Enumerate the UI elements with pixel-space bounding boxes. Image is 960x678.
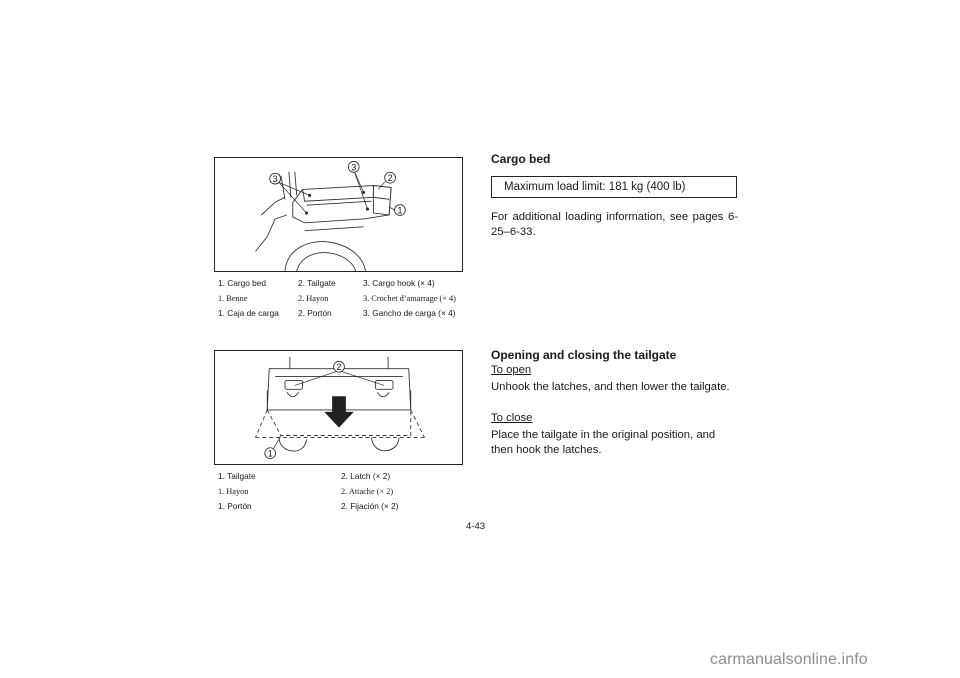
caption-item: 2. Attache (× 2) xyxy=(341,487,394,496)
caption-item: 3. Crochet d’amarrage (× 4) xyxy=(363,294,456,303)
callout-cargo-bed: 1 xyxy=(397,206,402,216)
to-close-subheading: To close xyxy=(491,412,533,424)
callout-cargo-hook-right: 3 xyxy=(351,162,356,172)
caption-item: 2. Hayon xyxy=(298,294,329,303)
callout-latch: 2 xyxy=(337,362,342,372)
callout-tailgate: 1 xyxy=(268,449,273,459)
to-open-subheading: To open xyxy=(491,364,532,376)
caption-item: 1. Hayon xyxy=(218,487,249,496)
caption-item: 1. Benne xyxy=(218,294,248,303)
to-close-text: Place the tailgate in the original posit… xyxy=(491,429,716,456)
caption-item: 3. Gancho de carga (× 4) xyxy=(363,308,456,318)
caption-item: 1. Caja de carga xyxy=(218,308,279,318)
caption-item: 2. Latch (× 2) xyxy=(341,471,391,481)
load-limit-notice: Maximum load limit: 181 kg (400 lb) xyxy=(491,176,737,198)
caption-item: 2. Portón xyxy=(298,308,332,318)
caption-item: 3. Cargo hook (× 4) xyxy=(363,278,435,288)
site-watermark: carmanualsonline.info xyxy=(710,651,868,668)
cargo-bed-figure: 3 3 2 1 xyxy=(214,157,463,272)
caption-item: 1. Cargo bed xyxy=(218,278,266,288)
caption-item: 2. Tailgate xyxy=(298,278,336,288)
callout-cargo-hook-left: 3 xyxy=(273,174,278,184)
caption-item: 1. Portón xyxy=(218,501,252,511)
page-number: 4-43 xyxy=(466,521,486,532)
cargo-bed-illustration: 3 3 2 1 xyxy=(255,161,406,271)
caption-item: 1. Tailgate xyxy=(218,471,256,481)
tailgate-illustration: 2 1 xyxy=(255,356,425,459)
tailgate-heading: Opening and closing the tailgate xyxy=(491,348,677,362)
cargo-bed-heading: Cargo bed xyxy=(491,152,551,166)
to-open-text: Unhook the latches, and then lower the t… xyxy=(491,381,730,393)
callout-tailgate: 2 xyxy=(388,173,393,183)
caption-item: 2. Fijación (× 2) xyxy=(341,501,399,511)
cargo-bed-paragraph: For additional loading information, see … xyxy=(491,211,738,238)
tailgate-figure: 2 1 xyxy=(214,350,463,465)
